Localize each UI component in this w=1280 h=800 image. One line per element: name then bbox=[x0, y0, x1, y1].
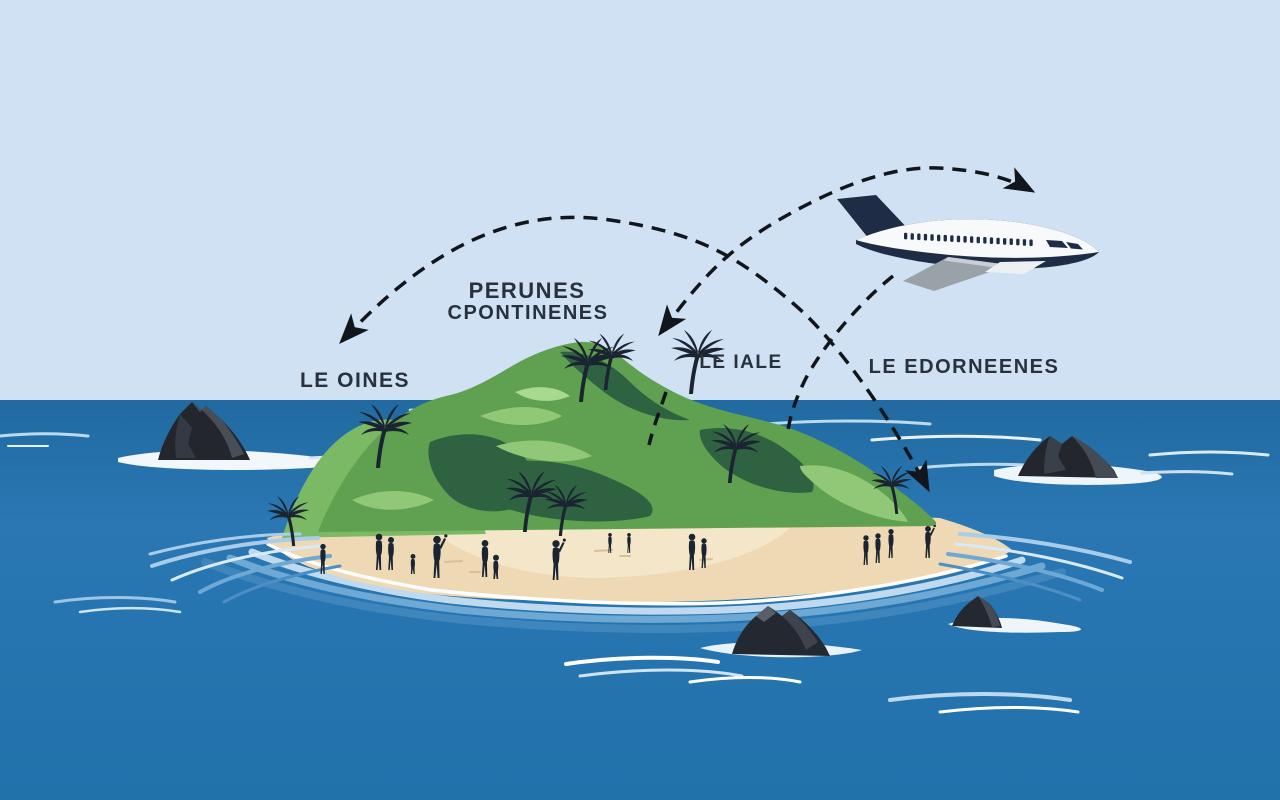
horizon-streaks bbox=[0, 406, 1270, 470]
label-arc-line1: PERUNES bbox=[468, 278, 586, 303]
label-right: LE EDORNEENES bbox=[868, 356, 1060, 378]
foreground-water bbox=[53, 596, 1081, 714]
bottom-right-rock-icon bbox=[952, 596, 1002, 628]
mountain-light-patches bbox=[352, 387, 908, 522]
right-ripples bbox=[938, 532, 1132, 602]
dashed-arrow-icon bbox=[649, 166, 1040, 343]
island bbox=[148, 341, 1132, 633]
label-left: LE OINES bbox=[299, 369, 411, 392]
wave-streaks bbox=[53, 596, 1080, 714]
dashed-flightpath bbox=[786, 274, 895, 431]
cockpit-window bbox=[1046, 240, 1068, 248]
right-rock-icon bbox=[994, 436, 1234, 485]
left-ripples bbox=[148, 532, 342, 604]
cockpit-window bbox=[1066, 242, 1083, 250]
airplane-windows bbox=[904, 232, 1033, 247]
sky bbox=[0, 0, 1280, 400]
airplane-icon bbox=[837, 195, 1099, 291]
label-island: LE IALE bbox=[699, 352, 783, 373]
label-arc-line2: CPONTINENES bbox=[447, 302, 609, 324]
dashed-segment bbox=[647, 391, 668, 446]
dashed-arrow-icon bbox=[331, 215, 940, 497]
bottom-center-rock-icon bbox=[732, 606, 830, 656]
dashed-arrows bbox=[331, 166, 1040, 497]
